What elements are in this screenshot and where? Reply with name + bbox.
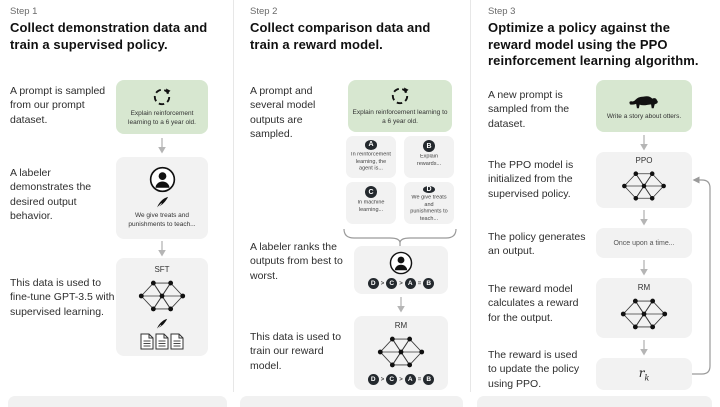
step-3-prompt-box: Write a story about otters.	[596, 80, 692, 132]
step-1-prompt-box: Explain reinforcement learning to a 6 ye…	[116, 80, 208, 134]
rm-label: RM	[637, 283, 651, 292]
step-2-text-rank: A labeler ranks the outputs from best to…	[250, 241, 343, 282]
labeler-person-icon	[149, 167, 175, 193]
rank-letter: C	[386, 278, 398, 289]
bottom-band-3	[477, 396, 712, 407]
step-1-demonstration-text: We give treats and punishments to teach.…	[128, 212, 196, 228]
step-3-title: Optimize a policy against the reward mod…	[488, 20, 699, 69]
step-1-labeler-box: We give treats and punishments to teach.…	[116, 157, 208, 239]
step-3-output-text: Once upon a time...	[613, 239, 675, 247]
ranking-row: D > C > A = B	[367, 278, 435, 289]
output-option-a: A In reinforcement learning, the agent i…	[346, 136, 396, 178]
option-b-text: Explain rewards...	[416, 154, 442, 167]
step-2-rm-box: RM D > C > A = B	[354, 316, 448, 390]
quill-icon	[156, 318, 168, 329]
step-2-title: Collect comparison data and train a rewa…	[250, 20, 431, 52]
step-3-rm-box: RM	[596, 278, 692, 338]
feedback-loop-arrow	[692, 176, 711, 375]
step-3-label: Step 3	[488, 6, 516, 17]
rank-letter: D	[367, 374, 379, 385]
step-3-text-ppo-init: The PPO model is initialized from the su…	[488, 159, 574, 200]
down-arrow-icon	[157, 241, 167, 257]
step-3-reward-box: rk	[596, 358, 692, 390]
down-arrow-icon	[639, 210, 649, 226]
rank-letter: C	[386, 374, 398, 385]
step-1-text-finetune: This data is used to fine-tune GPT-3.5 w…	[10, 277, 115, 318]
down-arrow-icon	[639, 260, 649, 276]
rank-separator: >	[380, 376, 385, 383]
step-3-output-box: Once upon a time...	[596, 228, 692, 258]
neural-network-icon	[377, 336, 425, 368]
rank-letter: A	[404, 374, 416, 385]
option-c-text: In machine learning...	[357, 200, 385, 213]
step-2-prompt-box: Explain reinforcement learning to a 6 ye…	[348, 80, 452, 132]
option-a-badge: A	[365, 140, 377, 150]
neural-network-icon	[138, 279, 186, 312]
step-3-text-output: The policy generates an output.	[488, 231, 586, 258]
sft-label: SFT	[154, 264, 170, 274]
bottom-band-2	[240, 396, 463, 407]
option-d-badge: D	[423, 186, 435, 193]
neural-network-icon	[620, 298, 668, 330]
step-2-label: Step 2	[250, 6, 278, 17]
labeler-person-icon	[389, 251, 413, 275]
step-1-prompt-text: Explain reinforcement learning to a 6 ye…	[128, 109, 196, 126]
bottom-band-1	[8, 396, 227, 407]
step-3-text-update: The reward is used to update the policy …	[488, 349, 580, 390]
ranking-row: D > C > A = B	[367, 374, 435, 385]
rank-letter: B	[423, 278, 435, 289]
neural-network-icon	[621, 171, 667, 201]
output-option-c: C In machine learning...	[346, 182, 396, 224]
option-d-text: We give treats and punishments to teach.…	[410, 195, 448, 222]
option-b-badge: B	[423, 140, 435, 152]
rank-letter: B	[423, 374, 435, 385]
reward-symbol: rk	[638, 365, 650, 383]
step-2-text-prompt: A prompt and several model outputs are s…	[250, 85, 316, 141]
step-2-text-train: This data is used to train our reward mo…	[250, 331, 342, 372]
rank-letter: A	[404, 278, 416, 289]
ppo-label: PPO	[635, 156, 653, 165]
step-3-text-reward-calc: The reward model calculates a reward for…	[488, 283, 579, 324]
column-divider-2	[470, 0, 471, 392]
rm-label: RM	[394, 321, 408, 330]
rank-separator: >	[380, 280, 385, 287]
down-arrow-icon	[157, 138, 167, 154]
step-1-text-prompt: A prompt is sampled from our prompt data…	[10, 85, 106, 126]
column-divider-1	[233, 0, 234, 392]
sampling-cycle-icon	[153, 87, 172, 105]
rank-separator: >	[399, 280, 403, 287]
quill-icon	[156, 196, 168, 209]
rank-separator: =	[417, 280, 422, 287]
output-option-b: B Explain rewards...	[404, 136, 454, 178]
option-c-badge: C	[365, 186, 377, 198]
step-3-text-prompt: A new prompt is sampled from the dataset…	[488, 89, 570, 130]
step-1-sft-box: SFT	[116, 258, 208, 356]
rank-separator: =	[417, 376, 422, 383]
down-arrow-icon	[639, 340, 649, 356]
rank-separator: >	[399, 376, 403, 383]
step-3-prompt-text: Write a story about otters.	[606, 112, 682, 120]
step-1-title: Collect demonstration data and train a s…	[10, 20, 208, 52]
down-arrow-icon	[396, 297, 406, 313]
step-1-text-labeler: A labeler demonstrates the desired outpu…	[10, 167, 92, 223]
output-option-d: D We give treats and punishments to teac…	[404, 182, 454, 224]
documents-icon	[140, 333, 184, 349]
sampling-cycle-icon	[391, 86, 410, 104]
down-arrow-icon	[639, 135, 649, 151]
step-1-label: Step 1	[10, 6, 38, 17]
otter-icon	[629, 95, 658, 108]
step-3-ppo-box: PPO	[596, 152, 692, 208]
rank-letter: D	[367, 278, 379, 289]
option-a-text: In reinforcement learning, the agent is.…	[351, 151, 391, 171]
step-2-labeler-box: D > C > A = B	[354, 246, 448, 294]
step-2-prompt-text: Explain reinforcement learning to a 6 ye…	[352, 108, 448, 125]
